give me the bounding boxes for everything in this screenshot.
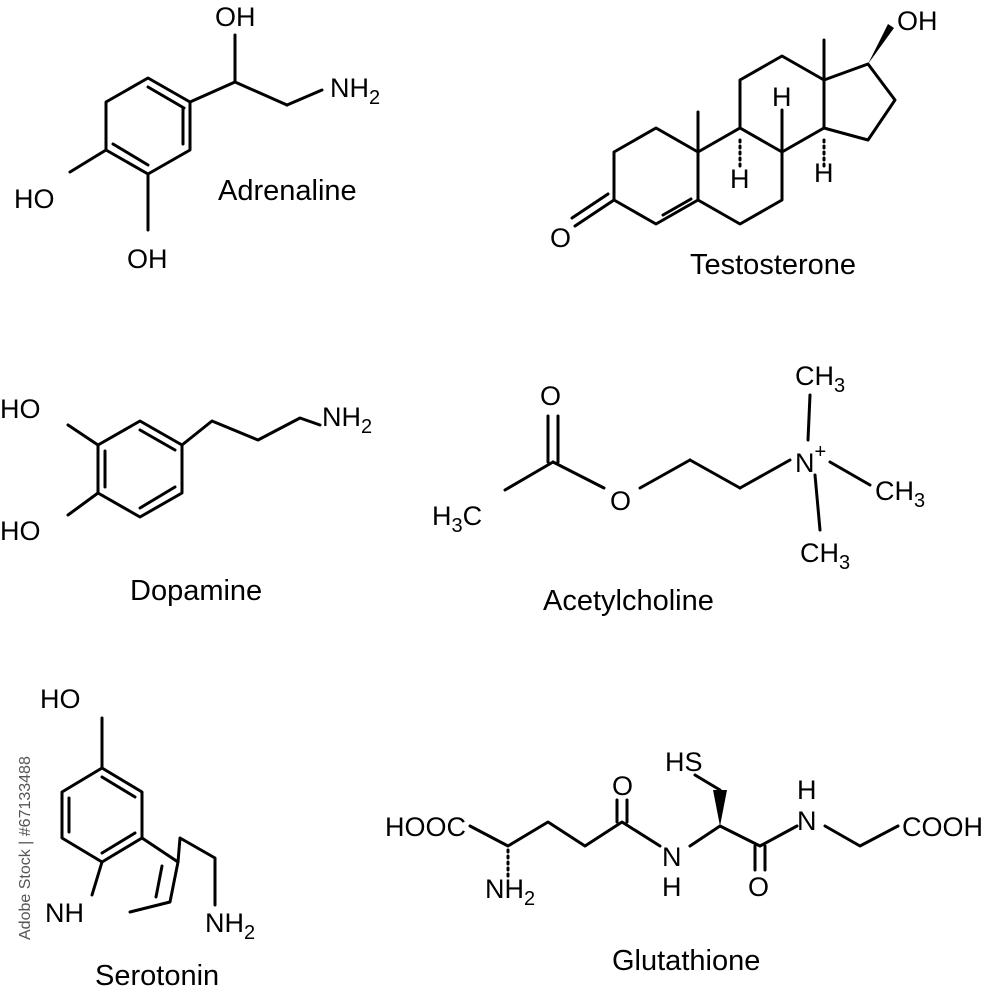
- carbonyl-oxygen-label: O: [612, 771, 633, 801]
- acetylcholine-bonds: [503, 393, 872, 532]
- ketone-oxygen-label: O: [550, 223, 571, 253]
- hydrogen-label: H: [772, 82, 792, 112]
- methyl-label: CH3: [795, 361, 845, 397]
- hydrogen-label: H: [814, 158, 834, 188]
- carboxyl-label: HOOC: [385, 812, 466, 842]
- amine-label: NH2: [485, 874, 535, 910]
- serotonin-structure: HO NH NH2 Serotonin: [40, 684, 255, 992]
- hydroxyl-label: HO: [0, 394, 41, 424]
- testosterone-name: Testosterone: [690, 249, 856, 281]
- adrenaline-name: Adrenaline: [218, 175, 357, 207]
- amide-nitrogen-label: N: [797, 806, 817, 836]
- carbonyl-oxygen-label: O: [540, 381, 561, 411]
- hydroxyl-label: OH: [127, 244, 168, 274]
- serotonin-bonds: [60, 716, 217, 914]
- thiol-label: HS: [665, 747, 703, 777]
- hydroxyl-label: OH: [897, 6, 938, 36]
- adrenaline-bonds: [68, 33, 324, 232]
- dopamine-bonds: [66, 416, 322, 519]
- methyl-label: H3C: [432, 501, 482, 537]
- carboxyl-label: COOH: [902, 812, 983, 842]
- serotonin-name: Serotonin: [95, 960, 219, 992]
- watermark-text: Adobe Stock | #67133488: [17, 756, 34, 940]
- methyl-label: CH3: [800, 538, 850, 574]
- nitrogen-label: N+: [795, 441, 826, 478]
- amine-label: NH2: [330, 73, 380, 109]
- hydroxyl-label: HO: [40, 684, 81, 714]
- indole-nitrogen-label: NH: [45, 898, 84, 928]
- hydroxyl-label: OH: [215, 2, 256, 32]
- amine-label: NH2: [205, 908, 255, 944]
- methyl-label: CH3: [875, 476, 925, 512]
- dopamine-name: Dopamine: [130, 575, 262, 607]
- adrenaline-structure: OH NH2 HO OH Adrenaline: [14, 2, 380, 274]
- testosterone-structure: OH O H H H Testosterone: [550, 6, 938, 281]
- ester-oxygen-label: O: [610, 486, 631, 516]
- hydroxyl-label: HO: [14, 184, 55, 214]
- glutathione-structure: HOOC NH2 O N H HS O N H COOH Glutathione: [385, 747, 983, 977]
- dopamine-structure: HO HO NH2 Dopamine: [0, 394, 372, 607]
- carbonyl-oxygen-label: O: [748, 872, 769, 902]
- hydrogen-label: H: [730, 164, 750, 194]
- amine-label: NH2: [322, 402, 372, 438]
- amide-hydrogen-label: H: [797, 775, 817, 805]
- glutathione-bonds: [468, 773, 900, 880]
- hydroxyl-label: HO: [0, 516, 41, 546]
- amide-nitrogen-label: N: [662, 842, 682, 872]
- testosterone-bonds: [570, 24, 897, 228]
- glutathione-name: Glutathione: [612, 945, 760, 977]
- acetylcholine-structure: O O H3C N+ CH3 CH3 CH3 Acetylcholine: [432, 361, 925, 617]
- amide-hydrogen-label: H: [662, 872, 682, 902]
- acetylcholine-name: Acetylcholine: [543, 585, 714, 617]
